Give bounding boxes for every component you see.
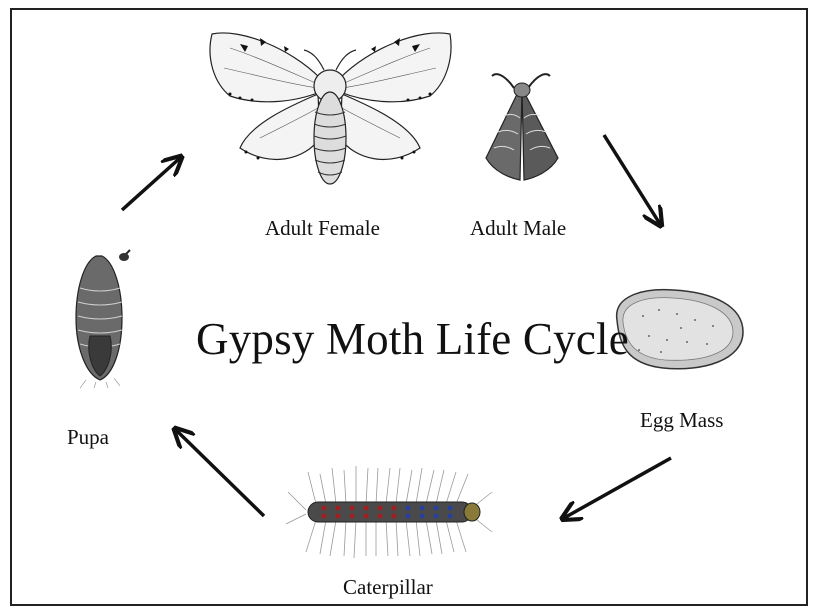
arrow-caterpillar-to-pupa xyxy=(176,430,264,516)
label-pupa: Pupa xyxy=(67,425,109,450)
label-caterpillar: Caterpillar xyxy=(343,575,433,600)
label-adult-male: Adult Male xyxy=(470,216,566,241)
arrow-adult-to-egg-mass xyxy=(604,135,660,224)
arrow-egg-mass-to-caterpillar xyxy=(564,458,671,518)
arrow-pupa-to-adult xyxy=(122,158,180,210)
diagram-title: Gypsy Moth Life Cycle xyxy=(196,313,629,365)
label-adult-female: Adult Female xyxy=(265,216,380,241)
label-egg-mass: Egg Mass xyxy=(640,408,723,433)
